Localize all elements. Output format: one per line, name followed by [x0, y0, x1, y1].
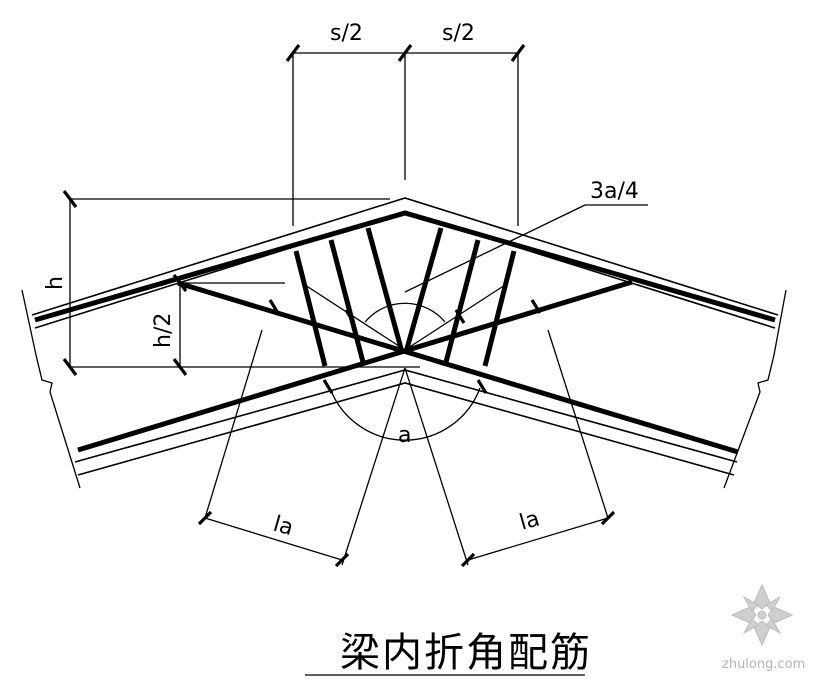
la-left-inner-extension	[341, 367, 406, 566]
la-right-outer-extension	[547, 329, 609, 519]
beam-top-outer-face	[31, 197, 779, 316]
stirrup-left-2	[328, 239, 366, 363]
diagram-title: 梁内折角配筋	[340, 630, 592, 676]
stirrup-left-1	[293, 250, 328, 367]
reinforcement	[34, 210, 776, 455]
three-a-quarter-label: 3a/4	[590, 179, 639, 204]
s-half-left-label: s/2	[330, 21, 363, 46]
left-break-line	[21, 289, 81, 489]
la-right-label: la	[517, 506, 543, 535]
stirrup-left-3	[365, 227, 405, 353]
h-label: h	[43, 276, 68, 290]
h-half-label: h/2	[151, 313, 176, 348]
top-longitudinal-bar	[34, 210, 776, 323]
beam-top-inner-face	[34, 211, 776, 329]
right-break-line	[723, 289, 787, 489]
fan-line-right	[404, 284, 506, 351]
three-a-quarter-leader	[404, 204, 586, 293]
stirrup-right-1	[482, 250, 517, 367]
three-a-quarter-arc	[364, 302, 446, 323]
diagonal-bar-left-to-right	[77, 279, 633, 453]
stirrup-right-3	[403, 227, 444, 353]
zhulong-logo-icon	[730, 583, 794, 647]
la-right-inner-extension	[404, 367, 469, 566]
la-left-label: la	[270, 512, 296, 541]
diagonal-bar-right-to-left	[177, 280, 739, 455]
la-right-dimension-line	[467, 517, 609, 561]
watermark-text: zhulong.com	[722, 657, 805, 672]
alpha-angle-arc	[329, 387, 481, 441]
stirrup-right-2	[443, 239, 481, 363]
la-left-dimension-line	[204, 517, 343, 561]
dimension-ticks	[62, 44, 616, 568]
s-half-right-label: s/2	[442, 21, 475, 46]
fan-line-left	[304, 284, 406, 351]
alpha-label: a	[398, 423, 411, 448]
construction-lines	[69, 52, 648, 566]
la-left-outer-extension	[204, 329, 263, 519]
beam-bottom-outer-face	[77, 382, 735, 476]
